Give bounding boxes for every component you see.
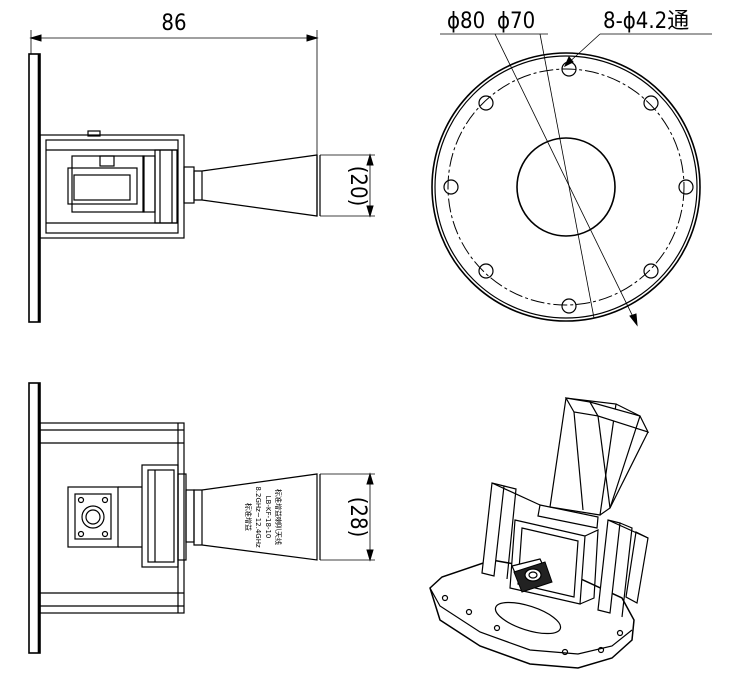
arrowhead <box>29 34 42 42</box>
connector-port <box>81 505 105 529</box>
bolt-holes <box>443 61 694 314</box>
svg-text:标准增益喇叭天线: 标准增益喇叭天线 <box>274 489 283 545</box>
base-bore <box>494 601 562 635</box>
mount-frame <box>39 422 185 614</box>
svg-text:LB-KF-18-10: LB-KF-18-10 <box>264 496 272 539</box>
horn-taper <box>193 154 318 217</box>
phi70-label: ϕ70 <box>497 9 535 34</box>
svg-text:8.2GHz~12.4GHz: 8.2GHz~12.4GHz <box>254 486 262 548</box>
leader-phi70 <box>539 33 595 319</box>
hole <box>478 95 494 111</box>
phi80-label: ϕ80 <box>447 9 485 34</box>
hole <box>561 298 577 314</box>
post <box>625 531 649 604</box>
center-bore <box>516 137 616 237</box>
leader-phi80 <box>494 33 638 326</box>
horn-label: 标准增益喇叭天线 LB-KF-18-10 8.2GHz~12.4GHz 标准增益 <box>244 486 283 548</box>
flange-outer-circle <box>431 52 701 322</box>
hole <box>643 95 659 111</box>
hole <box>478 263 494 279</box>
dim-20-label: (20) <box>345 166 370 207</box>
hole <box>443 179 459 195</box>
holes-label: 8-ϕ4.2通 <box>603 9 689 34</box>
connector-body <box>67 486 119 548</box>
dim-86-label: 86 <box>161 11 186 36</box>
bolt-circle <box>447 68 685 306</box>
side-view: 标准增益喇叭天线 LB-KF-18-10 8.2GHz~12.4GHz 标准增益… <box>28 382 375 654</box>
arrowhead <box>306 34 319 42</box>
hole <box>643 263 659 279</box>
hole <box>678 179 694 195</box>
isometric-view <box>429 397 650 669</box>
svg-text:标准增益: 标准增益 <box>244 503 253 531</box>
flange-end-view: ϕ80 ϕ70 8-ϕ4.2通 <box>431 9 712 327</box>
front-view: 86 (20) <box>28 11 375 323</box>
dim-28-label: (28) <box>345 497 370 538</box>
